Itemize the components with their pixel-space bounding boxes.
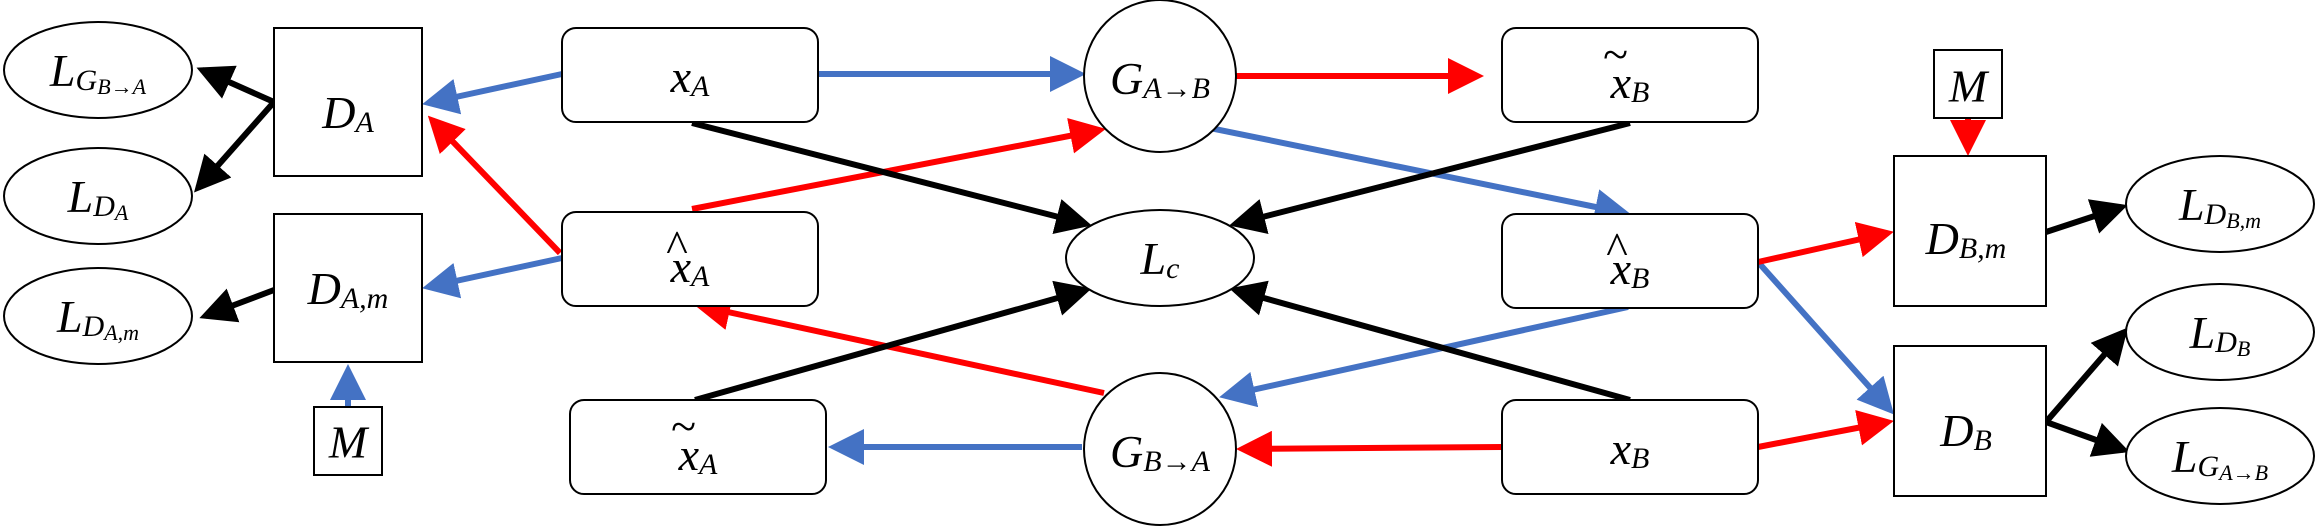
svg-text:xA: xA	[670, 51, 710, 103]
svg-text:xB: xB	[1610, 243, 1650, 295]
svg-text:DA: DA	[321, 87, 374, 139]
node-xhat-b: ^ xB	[1501, 213, 1759, 309]
node-m-right: M	[1933, 49, 2003, 119]
arrow-xhata-to-da	[427, 115, 563, 256]
node-d-am: DA,m	[273, 213, 423, 363]
svg-text:LDA: LDA	[67, 171, 129, 225]
node-d-a: DA	[273, 27, 423, 177]
svg-text:GA→B: GA→B	[1110, 53, 1210, 105]
node-xtil-a: ~ xA	[569, 399, 827, 495]
arrow-gba-to-xhata	[694, 294, 1105, 396]
arrow-db-to-ldb	[2043, 327, 2128, 424]
svg-text:~: ~	[671, 401, 696, 452]
svg-text:DB: DB	[1939, 405, 1992, 457]
arrow-xa-to-lc	[691, 120, 1092, 234]
node-xhat-a: ^ xA	[561, 211, 819, 307]
svg-text:LDA,m: LDA,m	[56, 291, 139, 345]
arrow-dam-to-ldam	[199, 287, 276, 323]
arrow-dbm-to-ldbm	[2045, 199, 2128, 235]
node-g-ba: GB→A	[1083, 372, 1237, 526]
svg-text:xA: xA	[678, 429, 718, 481]
arrow-xtila-to-lc	[694, 280, 1092, 403]
svg-text:M: M	[1948, 61, 1990, 112]
arrow-xb-to-db	[1757, 409, 1894, 450]
svg-text:^: ^	[1605, 223, 1627, 274]
node-l-g-ba: LGB→A	[3, 21, 193, 119]
arrow-da-to-lda	[194, 100, 277, 193]
arrow-xhatb-to-dbm	[1757, 221, 1894, 265]
arrow-xa-to-da	[422, 71, 563, 115]
node-xtil-b: ~ xB	[1501, 27, 1759, 123]
node-d-b: DB	[1893, 345, 2047, 497]
svg-text:DA,m: DA,m	[307, 263, 389, 315]
node-x-a: xA	[561, 27, 819, 123]
svg-text:xA: xA	[670, 241, 710, 293]
arrow-xhatb-to-gba	[1219, 304, 1629, 408]
svg-text:xB: xB	[1610, 57, 1650, 109]
arrow-da-to-lgba	[196, 65, 276, 105]
svg-text:LDB,m: LDB,m	[2178, 179, 2261, 233]
node-m-left: M	[313, 406, 383, 476]
arrows	[194, 56, 2130, 467]
svg-text:GB→A: GB→A	[1110, 426, 1211, 478]
node-l-g-ab: LGA→B	[2125, 407, 2315, 505]
node-g-ab: GA→B	[1083, 0, 1237, 153]
node-l-c: Lc	[1065, 209, 1255, 307]
node-d-bm: DB,m	[1893, 155, 2047, 307]
svg-text:M: M	[328, 417, 370, 468]
node-l-dam: LDA,m	[3, 267, 193, 365]
arrow-xb-to-gba	[1236, 430, 1503, 467]
svg-text:Lc: Lc	[1140, 233, 1180, 285]
arrow-db-to-lgab	[2044, 419, 2130, 457]
svg-text:^: ^	[665, 221, 687, 272]
arrow-xhata-to-gab	[691, 118, 1106, 212]
svg-text:LGA→B: LGA→B	[2171, 431, 2268, 485]
node-x-b: xB	[1501, 399, 1759, 495]
svg-text:xB: xB	[1610, 423, 1650, 475]
arrow-xhata-to-dam	[422, 255, 563, 299]
arrow-xb-to-lc	[1229, 280, 1631, 403]
svg-text:LDB: LDB	[2189, 307, 2251, 361]
svg-text:~: ~	[1603, 29, 1628, 80]
arrow-gab-to-xhatb	[1209, 125, 1631, 225]
svg-text:DB,m: DB,m	[1925, 213, 2007, 265]
svg-text:LGB→A: LGB→A	[49, 45, 147, 99]
node-l-db: LDB	[2125, 283, 2315, 381]
node-l-dbm: LDB,m	[2125, 155, 2315, 253]
node-l-da: LDA	[3, 147, 193, 245]
arrow-xhatb-to-db	[1755, 260, 1894, 415]
arrow-xtilb-to-lc	[1229, 120, 1631, 235]
